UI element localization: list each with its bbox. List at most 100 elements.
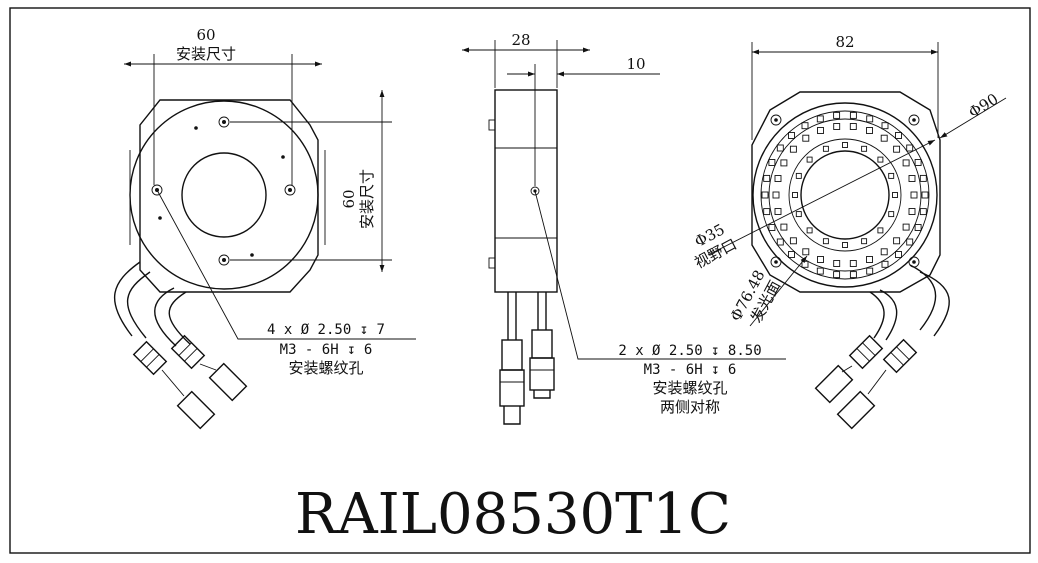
led-chip <box>914 224 922 231</box>
led-chip <box>842 142 848 148</box>
led-chip <box>816 267 824 275</box>
led-chip <box>893 145 901 153</box>
front-top-dim-label: 安装尺寸 <box>176 45 236 63</box>
front-callout-line1: 4 x Ø 2.50 ↧ 7 <box>267 322 385 338</box>
led-chip <box>768 159 776 166</box>
side-callout-line1: 2 x Ø 2.50 ↧ 8.50 <box>618 343 761 359</box>
led-chip <box>789 237 797 245</box>
front-housing-outline <box>139 99 319 293</box>
rear-cables <box>814 264 950 430</box>
led-chip <box>908 208 916 215</box>
led-chip <box>816 115 824 123</box>
led-chip <box>888 172 895 179</box>
led-chip <box>849 271 857 279</box>
led-chip <box>849 123 857 130</box>
model-number: RAIL08530T1C <box>295 482 731 547</box>
side-body-outline <box>494 89 558 293</box>
led-chip <box>806 156 813 163</box>
led-chip <box>822 145 829 152</box>
side-cables <box>499 292 555 425</box>
led-chip <box>866 256 873 263</box>
led-chip <box>792 192 798 198</box>
led-chip <box>908 175 916 182</box>
rear-width-dim: 82 <box>835 33 854 51</box>
led-chip <box>776 144 784 152</box>
front-top-dim-value: 60 <box>196 26 215 44</box>
led-chip <box>861 145 868 152</box>
led-chip <box>902 223 910 231</box>
led-chip <box>880 134 888 142</box>
rear-aperture-circle <box>800 150 890 240</box>
led-chip <box>906 144 914 152</box>
led-chip <box>817 256 824 263</box>
led-chip <box>842 242 848 248</box>
led-chip <box>914 159 922 166</box>
led-chip <box>833 260 841 267</box>
led-chip <box>833 271 841 279</box>
led-chip <box>849 260 857 267</box>
front-view: 60 安装尺寸 60 安装尺寸 4 x Ø 2.50 ↧ 7 M3 - 6H ↧… <box>113 26 416 430</box>
led-chip <box>893 237 901 245</box>
led-chip <box>910 191 918 199</box>
led-chip <box>902 159 910 167</box>
led-chip <box>892 192 898 198</box>
led-chip <box>789 145 797 153</box>
led-chip <box>895 132 902 139</box>
led-chip <box>772 191 780 199</box>
led-chip <box>802 134 810 142</box>
led-chip <box>795 172 802 179</box>
led-chip <box>877 227 884 234</box>
led-chip <box>763 174 771 182</box>
led-chip <box>801 122 809 130</box>
led-chip <box>776 238 784 246</box>
led-chip <box>849 111 857 119</box>
led-chip <box>780 159 788 167</box>
led-chip <box>774 175 782 182</box>
led-chip <box>833 123 841 130</box>
led-chip <box>877 156 884 163</box>
side-mount-hole <box>530 186 540 196</box>
front-callout-line2: M3 - 6H ↧ 6 <box>280 342 373 358</box>
front-aperture-circle <box>181 152 267 238</box>
led-chip <box>906 238 914 246</box>
side-offset-dim: 10 <box>626 55 645 73</box>
led-chip <box>788 132 795 139</box>
led-chip <box>768 224 776 231</box>
rear-housing-outline <box>751 91 941 293</box>
front-side-dim-value: 60 <box>340 189 358 208</box>
led-chip <box>802 248 810 256</box>
led-chip <box>921 191 929 199</box>
rear-view: 82 Φ90 Φ35 视野口 Φ76.48 发光面 <box>692 33 1007 430</box>
side-callout-line3: 安装螺纹孔 <box>652 379 727 397</box>
rear-emit-circle <box>768 118 922 272</box>
side-width-dim: 28 <box>511 31 530 49</box>
led-chip <box>861 238 868 245</box>
front-callout-line3: 安装螺纹孔 <box>288 359 363 377</box>
led-chip <box>895 251 902 258</box>
led-chip <box>919 174 927 182</box>
led-chip <box>880 248 888 256</box>
led-chip <box>866 115 874 123</box>
side-callout-line4: 两侧对称 <box>660 398 720 416</box>
led-chip <box>761 191 769 199</box>
front-cables <box>113 261 248 430</box>
led-chip <box>801 260 809 268</box>
led-chip <box>866 127 873 134</box>
led-chip <box>833 111 841 119</box>
rear-corner-screws <box>770 114 920 268</box>
led-chip <box>780 223 788 231</box>
led-chip <box>888 211 895 218</box>
led-chip <box>788 251 795 258</box>
led-chip <box>806 227 813 234</box>
led-chip <box>866 267 874 275</box>
rear-outer-dia: Φ90 <box>965 90 1001 122</box>
led-chip <box>774 208 782 215</box>
front-plate-circle <box>129 100 319 290</box>
drawing-border <box>9 7 1031 554</box>
rear-outer-circle <box>752 102 938 288</box>
side-view: 28 10 2 x Ø 2.50 ↧ 8.50 M3 - 6H ↧ 6 安装螺纹… <box>462 31 786 425</box>
front-mount-holes <box>151 116 296 266</box>
front-side-dim-label: 安装尺寸 <box>358 169 376 229</box>
led-chip <box>822 238 829 245</box>
